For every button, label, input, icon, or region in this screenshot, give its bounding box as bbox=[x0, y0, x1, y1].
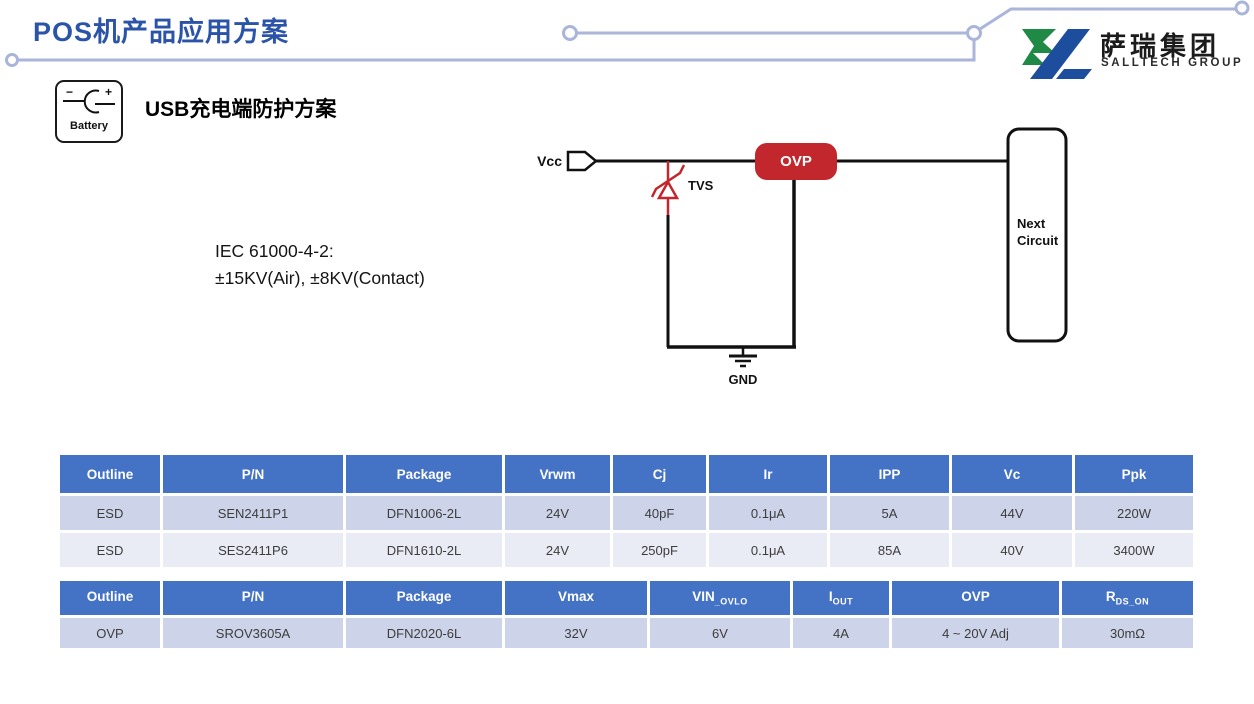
gnd-label: GND bbox=[729, 372, 758, 387]
table-cell: 40pF bbox=[613, 496, 706, 530]
battery-icon: − + bbox=[63, 85, 115, 114]
column-header: RDS_ON bbox=[1062, 581, 1193, 615]
column-header: OVP bbox=[892, 581, 1059, 615]
column-header: Outline bbox=[60, 455, 160, 493]
ovp-label: OVP bbox=[780, 153, 812, 170]
table-cell: 24V bbox=[505, 533, 610, 567]
table-cell: 4A bbox=[793, 618, 889, 648]
section-heading-prefix: USB bbox=[145, 98, 190, 121]
table-cell: DFN2020-6L bbox=[346, 618, 502, 648]
circuit-schematic: Vcc TVS OVP GND Next Circuit bbox=[537, 127, 1068, 387]
table-cell: 30mΩ bbox=[1062, 618, 1193, 648]
column-header: Cj bbox=[613, 455, 706, 493]
tvs-label: TVS bbox=[688, 178, 714, 193]
table-cell: 40V bbox=[952, 533, 1072, 567]
table-header-row: Outline P/N Package Vmax VIN_OVLO IOUT O… bbox=[60, 581, 1193, 615]
table-cell: SROV3605A bbox=[163, 618, 343, 648]
svg-text:+: + bbox=[105, 85, 112, 99]
logo-company-name: 萨瑞集团 bbox=[1100, 31, 1221, 61]
column-header: IOUT bbox=[793, 581, 889, 615]
vcc-connector-icon bbox=[566, 150, 598, 172]
column-header: Ppk bbox=[1075, 455, 1193, 493]
section-heading: USB充电端防护方案 bbox=[145, 93, 336, 123]
iec-note-line2: ±15KV(Air), ±8KV(Contact) bbox=[215, 268, 425, 288]
table-row: ESD SEN2411P1 DFN1006-2L 24V 40pF 0.1μA … bbox=[60, 496, 1193, 530]
table-cell: 85A bbox=[830, 533, 949, 567]
column-header: IPP bbox=[830, 455, 949, 493]
ovp-spec-table: Outline P/N Package Vmax VIN_OVLO IOUT O… bbox=[57, 578, 1196, 651]
table-row: OVP SROV3605A DFN2020-6L 32V 6V 4A 4 ~ 2… bbox=[60, 618, 1193, 648]
table-cell: 24V bbox=[505, 496, 610, 530]
logo-company-subtitle: SALLTECH GROUP bbox=[1101, 57, 1244, 69]
column-header: P/N bbox=[163, 455, 343, 493]
salltech-logo-icon bbox=[1022, 29, 1092, 79]
column-header: VIN_OVLO bbox=[650, 581, 790, 615]
table-cell: 250pF bbox=[613, 533, 706, 567]
table-cell: ESD bbox=[60, 533, 160, 567]
svg-text:−: − bbox=[66, 85, 73, 99]
table-cell: 4 ~ 20V Adj bbox=[892, 618, 1059, 648]
column-header: Vmax bbox=[505, 581, 647, 615]
column-header: Vc bbox=[952, 455, 1072, 493]
table-cell: 3400W bbox=[1075, 533, 1193, 567]
ground-icon bbox=[729, 347, 757, 368]
table-cell: 5A bbox=[830, 496, 949, 530]
column-header: Package bbox=[346, 455, 502, 493]
column-header: P/N bbox=[163, 581, 343, 615]
column-header: Ir bbox=[709, 455, 827, 493]
table-cell: OVP bbox=[60, 618, 160, 648]
table-cell: 6V bbox=[650, 618, 790, 648]
iec-note-line1: IEC 61000-4-2: bbox=[215, 241, 334, 261]
column-header: Package bbox=[346, 581, 502, 615]
iec-note: IEC 61000-4-2: ±15KV(Air), ±8KV(Contact) bbox=[215, 238, 425, 292]
battery-label: Battery bbox=[70, 120, 108, 132]
table-header-row: Outline P/N Package Vrwm Cj Ir IPP Vc Pp… bbox=[60, 455, 1193, 493]
table-cell: 44V bbox=[952, 496, 1072, 530]
table-cell: SES2411P6 bbox=[163, 533, 343, 567]
table-cell: DFN1610-2L bbox=[346, 533, 502, 567]
table-cell: ESD bbox=[60, 496, 160, 530]
column-header: Vrwm bbox=[505, 455, 610, 493]
vcc-label: Vcc bbox=[537, 153, 562, 169]
table-cell: 0.1μA bbox=[709, 496, 827, 530]
table-cell: 32V bbox=[505, 618, 647, 648]
table-cell: 0.1μA bbox=[709, 533, 827, 567]
next-circuit-label-line1: Next bbox=[1017, 216, 1046, 231]
column-header: Outline bbox=[60, 581, 160, 615]
next-circuit-block bbox=[1006, 127, 1068, 343]
esd-spec-table: Outline P/N Package Vrwm Cj Ir IPP Vc Pp… bbox=[57, 452, 1196, 570]
table-cell: SEN2411P1 bbox=[163, 496, 343, 530]
battery-badge: − + Battery bbox=[55, 80, 123, 143]
table-cell: DFN1006-2L bbox=[346, 496, 502, 530]
section-heading-text: 充电端防护方案 bbox=[189, 97, 337, 121]
next-circuit-label-line2: Circuit bbox=[1017, 233, 1059, 248]
ovp-block bbox=[755, 143, 837, 180]
table-cell: 220W bbox=[1075, 496, 1193, 530]
table-row: ESD SES2411P6 DFN1610-2L 24V 250pF 0.1μA… bbox=[60, 533, 1193, 567]
page-title: POS机产品应用方案 bbox=[33, 17, 290, 47]
